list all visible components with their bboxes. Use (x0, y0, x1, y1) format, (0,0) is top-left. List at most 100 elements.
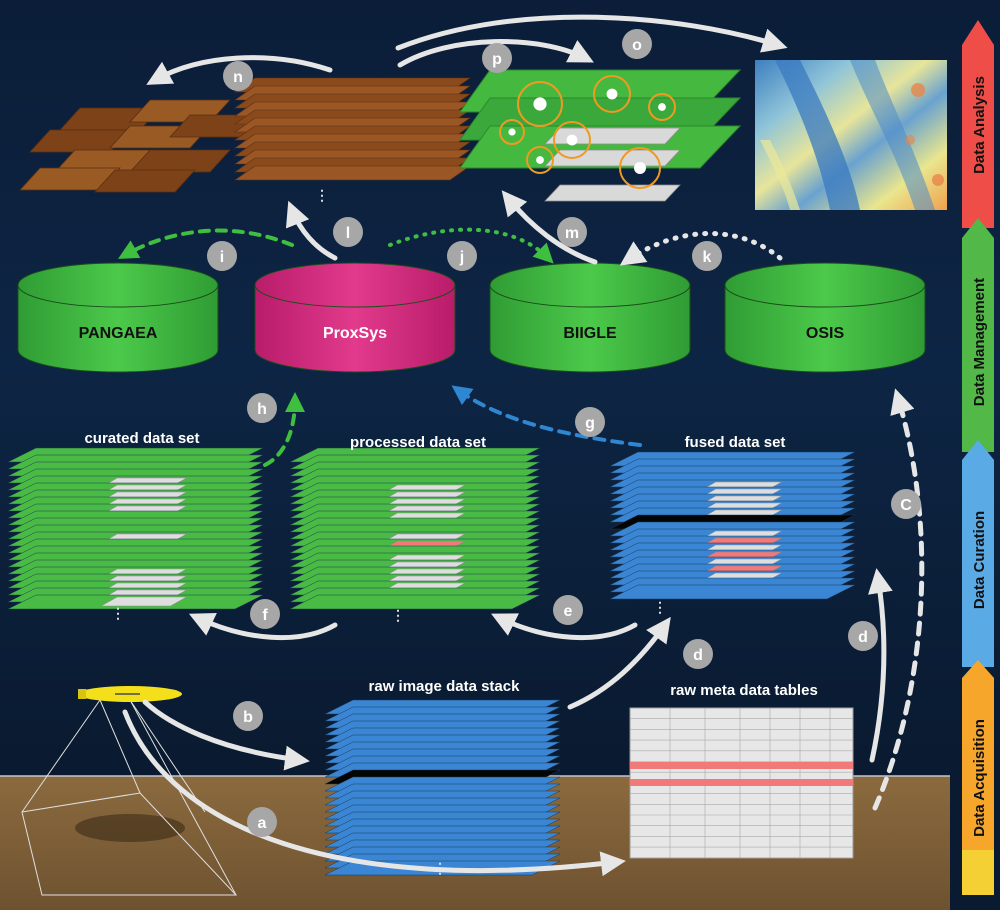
step-letter: d (858, 629, 868, 646)
step-letter: l (346, 225, 350, 242)
meta-highlight-row (630, 762, 853, 769)
arrow-k (619, 231, 783, 266)
arrow-f (188, 613, 338, 641)
stack-ellipsis: ⋮ (315, 187, 329, 203)
step-marker-b: b (233, 701, 263, 731)
database-osis: OSIS (724, 262, 926, 373)
arrow-a (122, 709, 626, 877)
step-marker-c: C (891, 489, 921, 519)
step-marker-h: h (247, 393, 277, 423)
step-marker-f: f (250, 599, 280, 629)
step-letter: b (243, 709, 253, 726)
step-letter: n (233, 69, 243, 86)
arrow-l (285, 200, 338, 261)
annotation-circle (553, 121, 591, 159)
arrow-n (146, 55, 333, 85)
stack-ellipsis: ⋮ (391, 607, 405, 623)
step-marker-d2: d (848, 621, 878, 651)
arrow-m (501, 190, 598, 265)
annotation-circle (526, 146, 554, 174)
step-letter: k (703, 249, 712, 266)
raw-image-label: raw image data stack (369, 678, 521, 695)
brown-image-stack (234, 77, 471, 181)
step-letter: C (900, 497, 912, 514)
annotation-circle (499, 119, 525, 145)
stack-highlight (100, 596, 188, 607)
mosaic-tile (29, 129, 131, 153)
auv-vehicle-icon (78, 686, 182, 702)
annotation-circle (648, 93, 676, 121)
arrow-i (118, 228, 294, 259)
arrow-e (491, 613, 638, 641)
camera-footprint (21, 699, 238, 896)
step-letter: o (632, 37, 642, 54)
stack-layer (289, 594, 541, 610)
step-letter: d (693, 647, 703, 664)
arrow-p (397, 39, 594, 68)
starfish-icon (566, 134, 578, 146)
phase-sidebar (962, 20, 994, 895)
step-marker-l: l (333, 217, 363, 247)
starfish-icon (634, 162, 646, 174)
annotation-circle (593, 75, 631, 113)
step-marker-p: p (482, 43, 512, 73)
gap-layer (544, 184, 681, 202)
arrow-d2 (868, 568, 893, 763)
arrow-o (395, 14, 788, 53)
processed-label: processed data set (350, 434, 486, 451)
step-marker-j: j (447, 241, 477, 271)
step-marker-k: k (692, 241, 722, 271)
stack-layer (609, 584, 856, 600)
heatmap-image (755, 60, 947, 210)
fused-label: fused data set (685, 434, 786, 451)
step-marker-m: m (557, 217, 587, 247)
annotated-stack (459, 69, 742, 202)
phase-label-management: Data Management (971, 278, 988, 406)
step-markers: n p o i l j m k h gCf e d d b a (207, 29, 921, 837)
arrow-j (388, 227, 554, 264)
step-marker-d1: d (683, 639, 713, 669)
step-marker-a: a (247, 807, 277, 837)
step-letter: h (257, 401, 267, 418)
starfish-icon (658, 103, 666, 111)
database-osis-label: OSIS (806, 325, 845, 342)
phase-label-analysis: Data Analysis (971, 76, 988, 174)
step-marker-o: o (622, 29, 652, 59)
diagram-labels: curated data set processed data set fused … (84, 76, 988, 837)
mosaic-tiles (19, 99, 271, 193)
database-pangaea-label: PANGAEA (79, 325, 158, 342)
arrow-b (142, 699, 310, 771)
starfish-icon (533, 97, 547, 111)
step-marker-e: e (553, 595, 583, 625)
starfish-icon (606, 88, 618, 100)
auv-shadow (75, 814, 185, 842)
step-letter: m (565, 225, 579, 242)
starfish-icon (536, 156, 544, 164)
step-letter: j (459, 249, 464, 266)
raw-image-stack (324, 699, 561, 876)
starfish-icon (508, 128, 516, 136)
stack-ellipsis: ⋮ (111, 605, 125, 621)
step-letter: f (262, 607, 268, 624)
gap-layer (544, 149, 681, 167)
phase-label-curation: Data Curation (971, 511, 988, 609)
step-marker-i: i (207, 241, 237, 271)
stack-ellipsis: ⋮ (653, 599, 667, 615)
database-biigle-label: BIIGLE (563, 325, 617, 342)
annotation-circle (517, 81, 563, 127)
database-pangaea: PANGAEA (17, 262, 219, 373)
phase-label-acquisition: Data Acquisition (971, 719, 988, 837)
step-letter: p (492, 51, 502, 68)
arrow-g (451, 385, 642, 447)
curated-label: curated data set (84, 430, 199, 447)
meta-highlight-row (630, 779, 853, 786)
gap-layer (544, 127, 681, 145)
step-marker-g: g (575, 407, 605, 437)
annotation-circle (619, 147, 661, 189)
workflow-arrows (118, 14, 925, 877)
brown-layer (234, 165, 471, 181)
mosaic-tile (129, 149, 231, 173)
